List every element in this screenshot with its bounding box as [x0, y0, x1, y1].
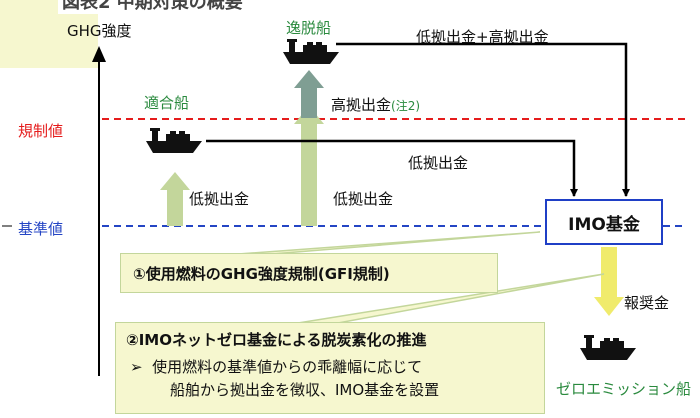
green-arrow-left-head — [160, 172, 190, 190]
net-zero-fund-callout: ②IMOネットゼロ基金による脱炭素化の推進 ➢ 使用燃料の基準値からの乖離幅に応… — [115, 322, 545, 414]
low-contribution-left-label: 低拠出金 — [189, 190, 250, 208]
reward-arrow-head — [594, 297, 624, 316]
net-zero-fund-line1: ➢ 使用燃料の基準値からの乖離幅に応じて — [126, 356, 534, 377]
ghg-axis-arrowhead — [92, 46, 106, 62]
low-plus-high-label: 低拠出金+高拠出金 — [416, 28, 549, 46]
compliant-ship-icon — [146, 128, 202, 153]
box1-pointer — [237, 231, 541, 255]
high-label: 高拠出金 — [331, 96, 392, 114]
compliant-flow-line — [206, 139, 578, 197]
high-contribution-label: 高拠出金(注2) — [331, 94, 420, 115]
baseline-label: 基準値 — [18, 220, 64, 238]
deviating-flow-line — [336, 42, 630, 197]
teal-arrow-head — [294, 70, 324, 88]
regulation-label: 規制値 — [18, 122, 64, 140]
ghg-axis-label: GHG強度 — [67, 22, 132, 40]
low-contribution-right-label: 低拠出金 — [408, 154, 469, 172]
compliant-ship-label: 適合船 — [144, 94, 190, 112]
teal-arrow-shaft — [301, 86, 317, 118]
imo-fund-box: IMO基金 — [545, 199, 663, 245]
low-contribution-mid-label: 低拠出金 — [333, 190, 394, 208]
zero-emission-ship-icon — [580, 335, 636, 360]
deviating-ship-label: 逸脱船 — [286, 19, 332, 37]
bullet-arrow-icon: ➢ — [130, 358, 143, 376]
figure-title: 図表2 中期対策の概要 — [58, 0, 247, 14]
reward-arrow-shaft — [601, 247, 617, 299]
reward-label: 報奨金 — [624, 294, 670, 312]
gfi-regulation-callout: ①使用燃料のGHG強度規制(GFI規制) — [120, 253, 498, 293]
net-zero-fund-heading: ②IMOネットゼロ基金による脱炭素化の推進 — [126, 331, 427, 349]
zero-emission-ship-label: ゼロエミッション船 — [556, 380, 692, 398]
net-zero-fund-line2: 船舶から拠出金を徴収、IMO基金を設置 — [170, 381, 440, 399]
green-arrow-mid-shaft — [301, 122, 317, 226]
deviating-ship-icon — [283, 39, 339, 64]
green-arrow-left-shaft — [167, 188, 183, 226]
note-2: (注2) — [391, 99, 421, 113]
line1-text: 使用燃料の基準値からの乖離幅に応じて — [152, 358, 423, 376]
